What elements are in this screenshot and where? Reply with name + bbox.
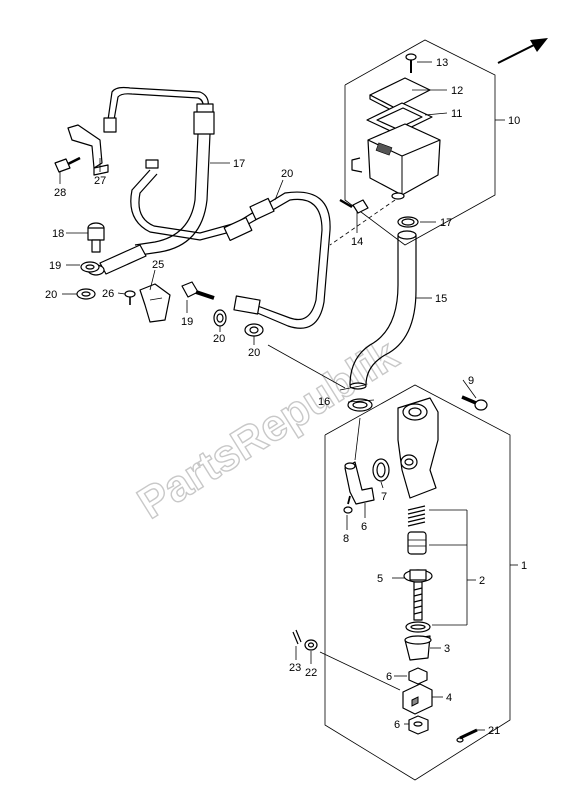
bracket-bolt — [54, 156, 81, 173]
part-label-10[interactable]: 9 — [468, 375, 474, 387]
elbow-screw — [343, 495, 353, 514]
part-label-28[interactable]: 28 — [54, 187, 66, 199]
master-cylinder-body — [397, 397, 439, 499]
washer-20-c — [213, 309, 227, 327]
part-label-12[interactable]: 11 — [451, 108, 462, 120]
brake-hose-18 — [103, 86, 215, 256]
part-label-6-upper[interactable]: 6 — [386, 671, 392, 683]
part-label-18[interactable]: 17 — [233, 158, 245, 170]
part-label-15[interactable]: 14 — [351, 236, 363, 248]
part-label-20-c[interactable]: 20 — [213, 333, 225, 345]
part-label-20-b[interactable]: 20 — [45, 289, 57, 301]
part-label-1[interactable]: 1 — [521, 560, 527, 572]
push-rod — [413, 581, 423, 621]
part-label-22[interactable]: 21 — [488, 725, 500, 737]
part-label-21[interactable]: 20 — [281, 168, 293, 180]
part-label-16[interactable]: 15 — [435, 293, 447, 305]
push-rod-joint — [402, 683, 433, 715]
dust-boot — [404, 635, 432, 661]
part-label-19-lower[interactable]: 19 — [181, 316, 193, 328]
part-label-3[interactable]: 3 — [444, 643, 450, 655]
part-label-26[interactable]: 26 — [102, 288, 114, 300]
union-bolt-lower — [181, 281, 215, 300]
piston-cup — [407, 531, 427, 555]
push-rod-boot — [403, 569, 433, 583]
cap-screw — [405, 53, 417, 73]
part-label-5[interactable]: 5 — [377, 573, 383, 585]
inlet-o-ring — [372, 458, 390, 482]
washer-20-d — [244, 323, 264, 337]
inlet-elbow — [344, 461, 375, 505]
lock-nut-lower — [408, 715, 429, 735]
reservoir-cap — [369, 77, 431, 113]
hose-bracket — [67, 124, 109, 176]
arrow-up-right-icon — [497, 38, 548, 64]
part-label-20-d[interactable]: 20 — [248, 347, 260, 359]
part-label-6-lower[interactable]: 6 — [394, 719, 400, 731]
lock-nut-upper — [408, 667, 428, 685]
part-label-13[interactable]: 12 — [451, 85, 463, 97]
hose-clamp-upper — [397, 216, 419, 228]
part-label-25[interactable]: 25 — [152, 259, 164, 271]
part-label-23[interactable]: 22 — [305, 667, 317, 679]
part-label-24[interactable]: 23 — [289, 662, 301, 674]
cotter-pin — [292, 629, 302, 645]
pin-washer — [304, 639, 318, 651]
union-bolt-upper — [87, 222, 105, 253]
part-label-11[interactable]: 10 — [508, 115, 520, 127]
circlip — [405, 621, 431, 633]
hose-clamp-lower — [347, 398, 373, 412]
part-label-14[interactable]: 13 — [436, 57, 448, 69]
reservoir-hose — [349, 230, 417, 390]
part-label-17-upper[interactable]: 17 — [440, 217, 452, 229]
part-label-17-lower[interactable]: 16 — [318, 396, 330, 408]
part-label-19-upper[interactable]: 18 — [52, 228, 64, 240]
assembly-lines — [267, 344, 401, 691]
part-label-27[interactable]: 27 — [94, 175, 106, 187]
part-label-20-a[interactable]: 19 — [49, 260, 61, 272]
washer-20-a — [80, 261, 100, 273]
part-label-7[interactable]: 6 — [361, 521, 367, 533]
brake-hose-21 — [130, 159, 331, 329]
washer-20-b — [76, 288, 96, 300]
hose-clip — [139, 283, 171, 323]
part-label-8[interactable]: 7 — [381, 491, 387, 503]
reservoir-body — [351, 123, 441, 200]
mount-bolt — [461, 395, 488, 411]
clevis-pin — [456, 728, 478, 743]
part-label-4[interactable]: 4 — [446, 692, 452, 704]
part-label-9[interactable]: 8 — [343, 533, 349, 545]
reservoir-plate — [366, 102, 433, 135]
master-cylinder-group-frame — [324, 384, 511, 781]
reservoir-bolt — [339, 198, 369, 214]
clip-screw — [124, 290, 136, 305]
leader-lines — [59, 61, 518, 731]
part-labels: 13 12 11 10 17 14 15 17 27 28 18 19 20 2… — [45, 57, 527, 737]
piston-spring — [407, 505, 426, 527]
reservoir-group-frame — [344, 39, 496, 246]
part-label-2[interactable]: 2 — [479, 575, 485, 587]
